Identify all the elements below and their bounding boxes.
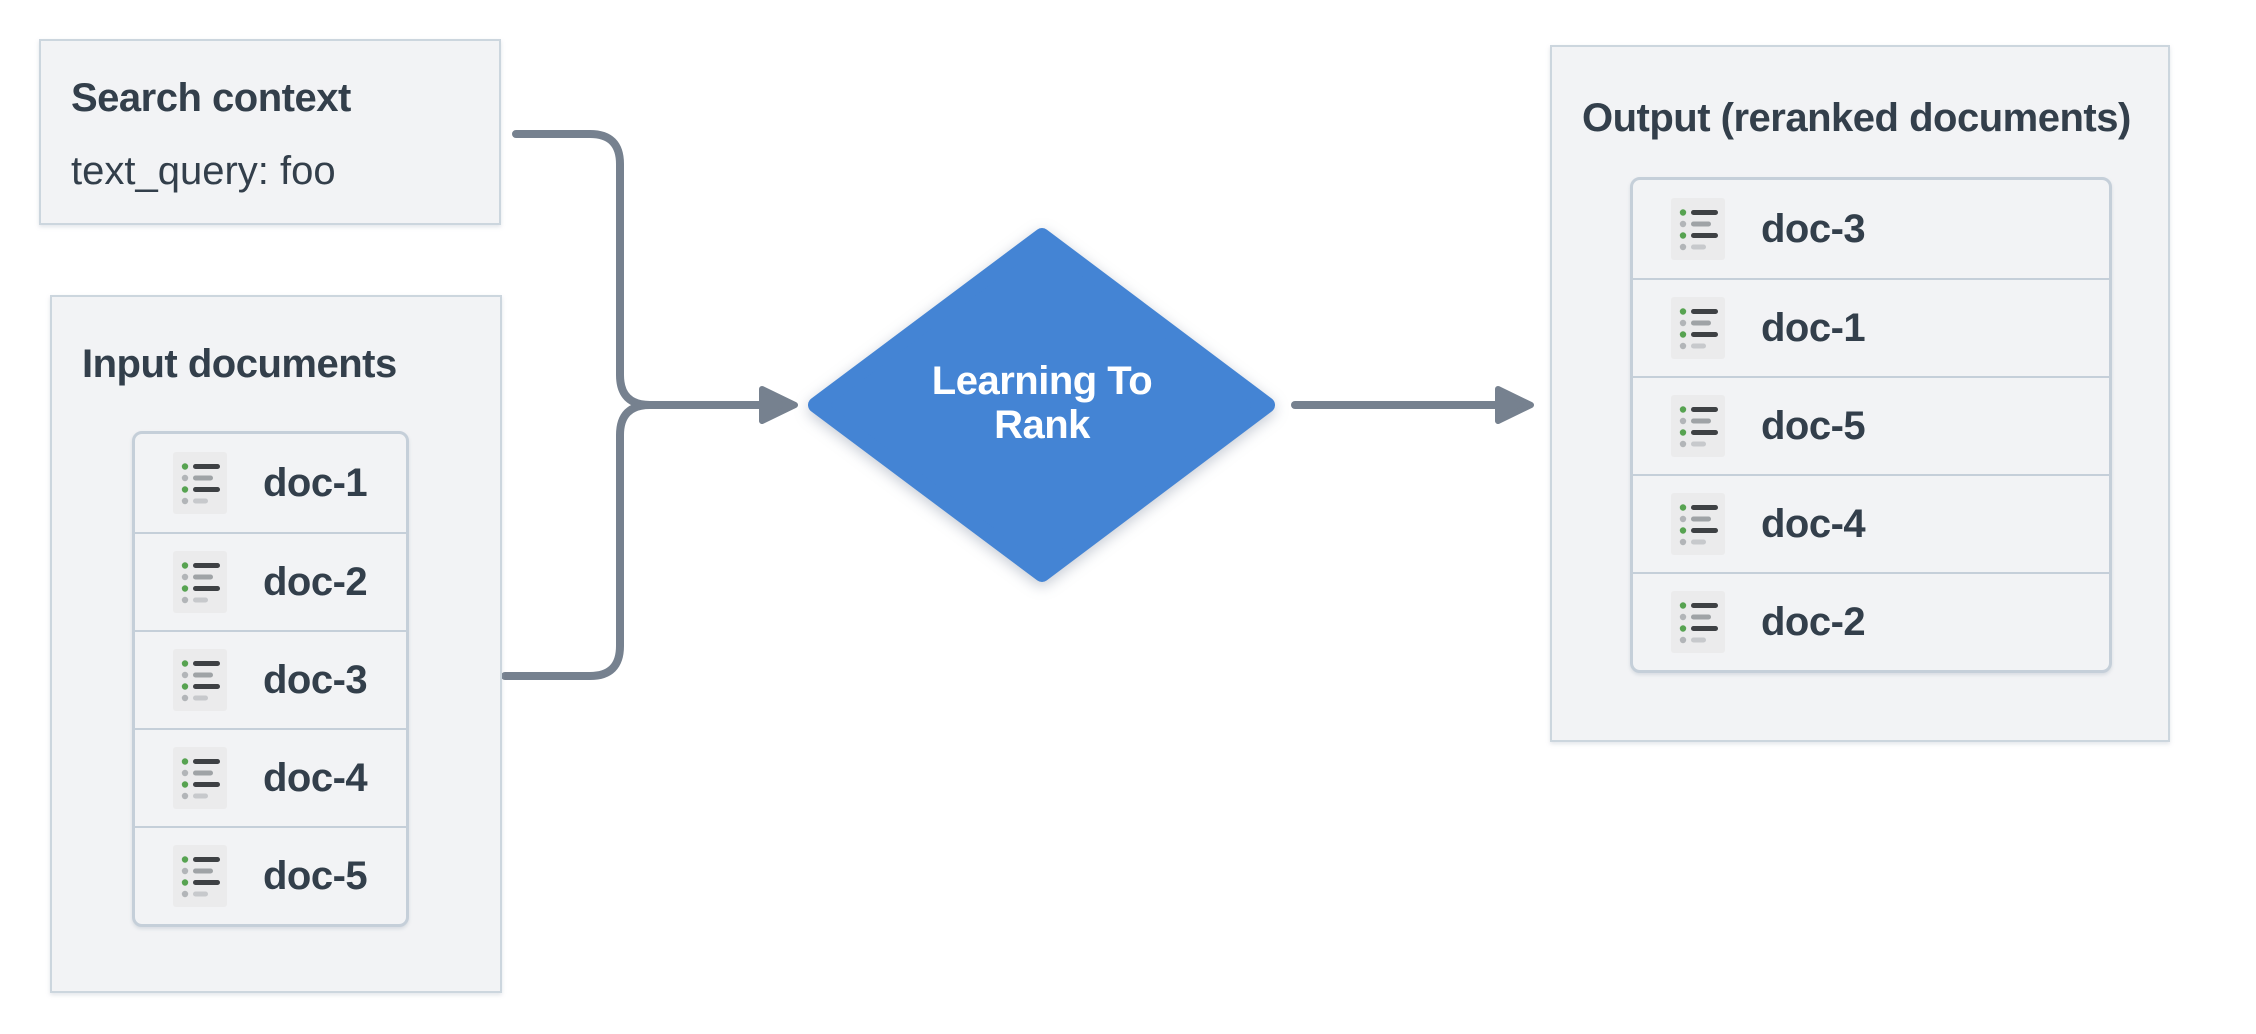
input-documents-list: doc-1 doc-2 doc-3 doc-4 doc-5 [132,431,409,927]
doc-label: doc-2 [1761,599,1866,644]
input-documents-box: Input documents doc-1 doc-2 doc-3 doc-4 … [50,295,502,993]
search-context-box: Search context text_query: foo [39,39,501,225]
diamond-label: Learning To Rank [892,359,1192,447]
doc-row: doc-3 [135,630,406,728]
search-query-text: text_query: foo [71,149,336,193]
doc-label: doc-1 [1761,305,1866,350]
doc-row: doc-2 [1633,572,2109,670]
list-icon [1671,395,1725,457]
doc-row: doc-2 [135,532,406,630]
doc-row: doc-5 [135,826,406,924]
list-icon [173,452,227,514]
list-icon [173,551,227,613]
search-context-title: Search context [71,76,351,120]
arrow-from-search-context [512,130,654,409]
output-documents-box: Output (reranked documents) doc-3 doc-1 … [1550,45,2170,742]
input-documents-title: Input documents [82,342,397,386]
doc-label: doc-3 [263,657,368,702]
doc-label: doc-4 [263,755,368,800]
diamond-label-line2: Rank [994,403,1090,447]
doc-label: doc-5 [1761,403,1866,448]
output-documents-title: Output (reranked documents) [1582,96,2131,140]
doc-row: doc-1 [135,434,406,532]
arrowhead-into-diamond [759,386,798,424]
doc-row: doc-1 [1633,278,2109,376]
list-icon [1671,297,1725,359]
doc-row: doc-4 [1633,474,2109,572]
list-icon [173,649,227,711]
output-documents-list: doc-3 doc-1 doc-5 doc-4 doc-2 [1630,177,2112,673]
learning-to-rank-diamond [808,228,1275,582]
list-icon [1671,198,1725,260]
doc-label: doc-3 [1761,206,1866,251]
doc-label: doc-5 [263,853,368,898]
arrow-from-input-documents [501,401,654,680]
doc-row: doc-4 [135,728,406,826]
doc-row: doc-5 [1633,376,2109,474]
diamond-label-line1: Learning To [931,359,1153,403]
doc-row: doc-3 [1633,180,2109,278]
doc-label: doc-1 [263,460,368,505]
list-icon [1671,591,1725,653]
arrowhead-into-output [1495,386,1534,424]
list-icon [173,747,227,809]
doc-label: doc-4 [1761,501,1866,546]
list-icon [1671,493,1725,555]
list-icon [173,845,227,907]
doc-label: doc-2 [263,559,368,604]
